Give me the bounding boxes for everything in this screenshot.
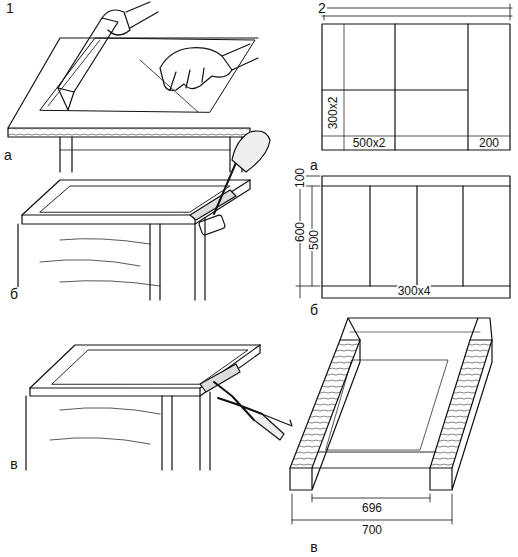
dimension-label: 300х4 bbox=[397, 285, 432, 297]
figure-letter: в bbox=[309, 540, 318, 554]
dimension-label: 600 bbox=[294, 221, 306, 243]
dimension-label: 500 bbox=[308, 229, 320, 251]
cutting-layout-a bbox=[322, 4, 512, 150]
figure-letter: 2 bbox=[317, 1, 327, 15]
dimension-label: 300х2 bbox=[327, 96, 339, 131]
figure-letter: б bbox=[309, 303, 319, 317]
figure-letter: 1 bbox=[5, 1, 15, 15]
frame-drawing bbox=[290, 318, 492, 524]
glass-breaking-figure bbox=[18, 131, 270, 300]
dimension-label: 500х2 bbox=[352, 137, 387, 149]
figure-letter: б bbox=[9, 287, 19, 301]
cutting-layout-b bbox=[296, 170, 510, 298]
dimension-label: 700 bbox=[361, 524, 383, 536]
dimension-label: 696 bbox=[361, 502, 383, 514]
dimension-label: 200 bbox=[478, 137, 500, 149]
dimension-label: 100 bbox=[294, 167, 306, 189]
figure-letter: а bbox=[309, 158, 319, 172]
glass-pliers-figure bbox=[26, 345, 292, 470]
figure-letter: а bbox=[3, 148, 13, 162]
figure-letter: в bbox=[9, 457, 18, 471]
glass-cutting-figure bbox=[8, 2, 258, 172]
